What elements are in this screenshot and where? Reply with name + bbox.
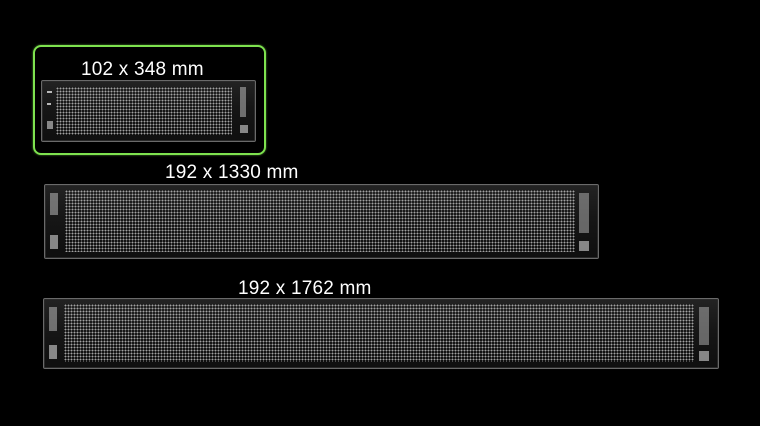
connector-marks-right [699,307,709,345]
led-dot-matrix [64,304,694,362]
connector-marks-left [47,91,52,93]
connector-marks-right [240,125,248,133]
selection-highlight [33,45,266,155]
connector-marks-right [240,87,246,117]
size-label: 192 x 1330 mm [165,162,299,183]
connector-marks-left [50,193,58,215]
connector-marks-left [47,103,51,105]
pcb-panel-image [43,298,719,369]
pcb-size-option-192x1762[interactable]: 192 x 1762 mm [43,276,719,372]
connector-marks-left [49,307,57,331]
connector-marks-right [579,241,589,251]
connector-marks-left [47,121,53,129]
connector-marks-right [579,193,589,233]
connector-marks-left [50,235,58,249]
connector-marks-right [699,351,709,361]
size-label: 102 x 348 mm [81,59,204,80]
led-dot-matrix [65,190,575,252]
connector-marks-left [49,345,57,359]
led-dot-matrix [56,87,232,135]
pcb-size-option-102x348[interactable]: 102 x 348 mm [33,45,266,155]
pcb-panel-image [44,184,599,259]
size-label: 192 x 1762 mm [238,278,372,299]
pcb-panel-image [41,80,256,142]
pcb-size-option-192x1330[interactable]: 192 x 1330 mm [44,160,599,260]
